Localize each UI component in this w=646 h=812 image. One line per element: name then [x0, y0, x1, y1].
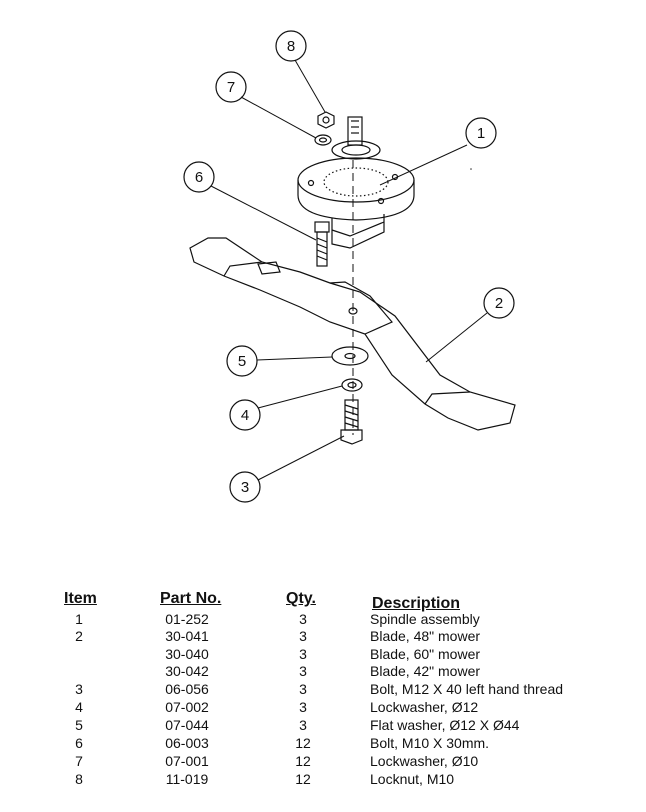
callout-7: 7: [215, 71, 247, 103]
cell-description: Blade, 60" mower: [370, 646, 481, 662]
cell-qty: 3: [299, 646, 307, 662]
cell-qty: 12: [295, 735, 311, 751]
header-qty: Qty.: [286, 590, 316, 607]
cell-item: 5: [75, 717, 83, 733]
table-row: 30-042 3 Blade, 42" mower: [0, 663, 646, 680]
spindle-assembly: [297, 116, 415, 249]
cell-item: 2: [75, 628, 83, 644]
table-row: 3 06-056 3 Bolt, M12 X 40 left hand thre…: [0, 681, 646, 698]
cell-part-no: 06-003: [165, 735, 209, 751]
cell-description: Spindle assembly: [370, 611, 480, 627]
cell-part-no: 07-001: [165, 753, 209, 769]
scan-speck: [470, 168, 472, 170]
table-row: 8 11-019 12 Locknut, M10: [0, 771, 646, 788]
callout-1: 1: [465, 117, 497, 149]
cell-item: 4: [75, 699, 83, 715]
cell-qty: 12: [295, 753, 311, 769]
cell-part-no: 30-040: [165, 646, 209, 662]
table-row: 7 07-001 12 Lockwasher, Ø10: [0, 753, 646, 770]
cell-description: Locknut, M10: [370, 771, 455, 787]
cell-item: 6: [75, 735, 83, 751]
cell-part-no: 30-042: [165, 663, 209, 679]
cell-part-no: 30-041: [165, 628, 209, 644]
cell-description: Blade, 48" mower: [370, 628, 481, 644]
table-row: 30-040 3 Blade, 60" mower: [0, 646, 646, 663]
cell-part-no: 07-044: [165, 717, 209, 733]
cell-qty: 3: [299, 699, 307, 715]
cell-description: Lockwasher, Ø12: [370, 699, 479, 715]
cell-qty: 3: [299, 628, 307, 644]
cell-part-no: 07-002: [165, 699, 209, 715]
cell-qty: 12: [295, 771, 311, 787]
header-item: Item: [64, 590, 97, 607]
cell-item: 7: [75, 753, 83, 769]
mower-blade: [189, 237, 516, 431]
svg-text:5: 5: [238, 353, 246, 370]
svg-text:6: 6: [195, 169, 203, 186]
flat-washer: [331, 346, 369, 366]
cell-qty: 3: [299, 663, 307, 679]
cell-part-no: 01-252: [165, 611, 209, 627]
table-row: 5 07-044 3 Flat washer, Ø12 X Ø44: [0, 717, 646, 734]
callout-8: 8: [275, 30, 307, 62]
cell-description: Flat washer, Ø12 X Ø44: [370, 717, 520, 733]
cell-part-no: 11-019: [165, 771, 209, 787]
lockwasher-10: [314, 134, 332, 146]
cell-item: 3: [75, 681, 83, 697]
svg-text:8: 8: [287, 38, 295, 55]
svg-text:4: 4: [241, 407, 249, 424]
svg-text:3: 3: [241, 479, 249, 496]
cell-qty: 3: [299, 681, 307, 697]
locknut-m10: [317, 111, 335, 129]
svg-text:2: 2: [495, 295, 503, 312]
table-row: 1 01-252 3 Spindle assembly: [0, 611, 646, 628]
exploded-parts-diagram: 1 2 3 4 5 6 7 8: [183, 30, 516, 503]
header-part-no: Part No.: [160, 590, 222, 607]
cell-description: Bolt, M10 X 30mm.: [370, 735, 490, 751]
cell-item: 8: [75, 771, 83, 787]
leader-lines: [210, 59, 488, 481]
svg-text:7: 7: [227, 79, 235, 96]
cell-item: 1: [75, 611, 83, 627]
cell-description: Lockwasher, Ø10: [370, 753, 479, 769]
cell-qty: 3: [299, 717, 307, 733]
lockwasher-12: [341, 378, 363, 392]
table-row: 6 06-003 12 Bolt, M10 X 30mm.: [0, 735, 646, 752]
callout-5: 5: [226, 345, 258, 377]
header-description: Description: [372, 595, 461, 612]
callout-6: 6: [183, 161, 215, 193]
callout-4: 4: [229, 399, 261, 431]
table-row: 4 07-002 3 Lockwasher, Ø12: [0, 699, 646, 716]
cell-description: Blade, 42" mower: [370, 663, 481, 679]
cell-part-no: 06-056: [165, 681, 209, 697]
bolt-m10: [314, 221, 330, 267]
callout-3: 3: [229, 471, 261, 503]
callout-2: 2: [483, 287, 515, 319]
bolt-m12: [340, 399, 363, 445]
svg-text:1: 1: [477, 125, 485, 142]
cell-qty: 3: [299, 611, 307, 627]
cell-description: Bolt, M12 X 40 left hand thread: [370, 681, 564, 697]
table-row: 2 30-041 3 Blade, 48" mower: [0, 628, 646, 645]
